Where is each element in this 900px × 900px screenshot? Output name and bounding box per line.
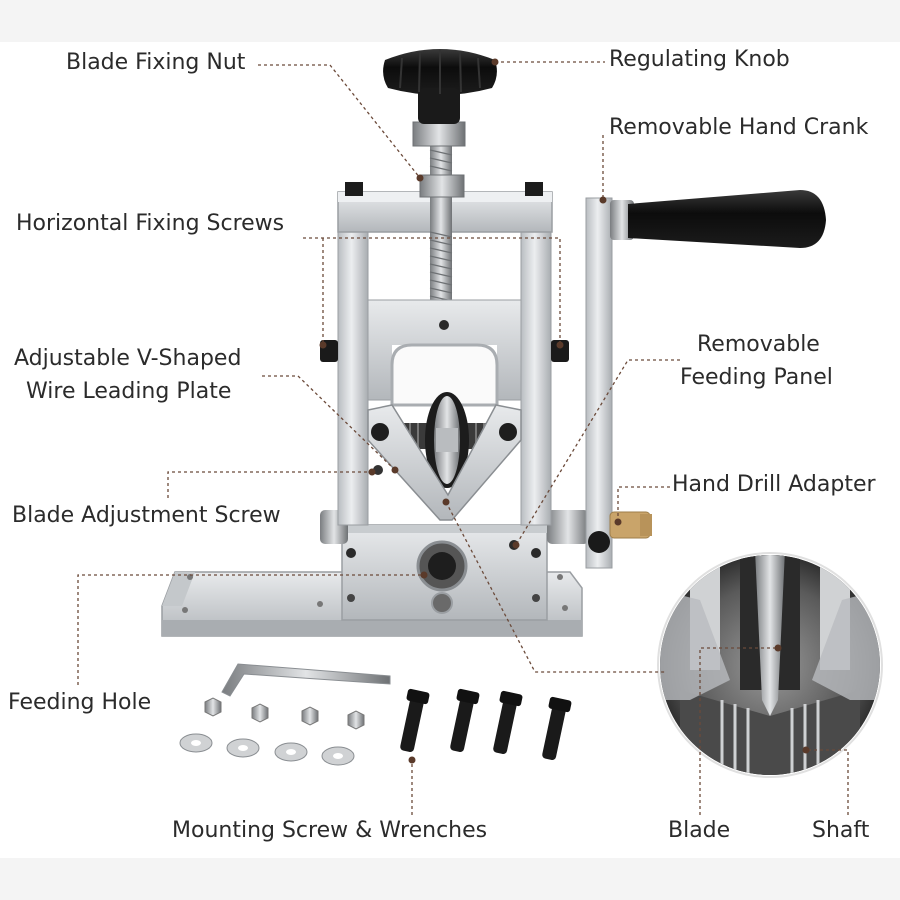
label-feeding-panel-line2: Feeding Panel <box>680 365 833 390</box>
label-feeding-panel-line1: Removable <box>697 332 820 357</box>
leader-dots <box>319 58 810 764</box>
bottom-band <box>0 858 900 900</box>
v-shaped-plate-graphic <box>367 404 522 521</box>
label-blade-adjustment-screw: Blade Adjustment Screw <box>12 503 281 528</box>
leader-fixing-screws-right <box>303 237 561 345</box>
leader-shaft <box>806 749 849 815</box>
zoom-inset <box>657 552 883 778</box>
label-v-plate-line1: Adjustable V-Shaped <box>14 346 242 371</box>
label-blade-fixing-nut: Blade Fixing Nut <box>66 50 246 75</box>
leader-feeding-hole <box>77 574 424 685</box>
label-hand-drill-adapter: Hand Drill Adapter <box>672 472 876 497</box>
label-feeding-hole: Feeding Hole <box>8 690 152 715</box>
leader-blade <box>699 647 778 815</box>
leader-blade-fixing-nut <box>258 64 421 179</box>
label-regulating-knob: Regulating Knob <box>609 47 790 72</box>
adjusting-screw <box>412 121 466 310</box>
leader-zoom <box>445 501 665 673</box>
top-band <box>0 0 900 42</box>
blade-assembly <box>398 392 498 488</box>
label-removable-hand-crank: Removable Hand Crank <box>609 115 869 140</box>
nuts <box>204 697 365 730</box>
label-horizontal-fixing-screws: Horizontal Fixing Screws <box>16 211 285 236</box>
leader-lines <box>77 61 849 815</box>
label-shaft: Shaft <box>812 818 870 843</box>
hex-wrench <box>221 663 391 697</box>
mounting-screws <box>400 688 572 761</box>
label-v-plate-line2: Wire Leading Plate <box>26 379 232 404</box>
inner-frame <box>367 299 522 407</box>
leader-blade-adjustment-screw <box>167 471 372 498</box>
label-blade: Blade <box>668 818 731 843</box>
regulating-knob-graphic <box>383 49 497 124</box>
hand-crank-graphic <box>585 190 826 569</box>
lower-block <box>341 524 548 621</box>
leader-v-plate <box>262 375 396 471</box>
washers <box>179 733 355 766</box>
label-mounting-screw-wrenches: Mounting Screw & Wrenches <box>172 818 488 843</box>
